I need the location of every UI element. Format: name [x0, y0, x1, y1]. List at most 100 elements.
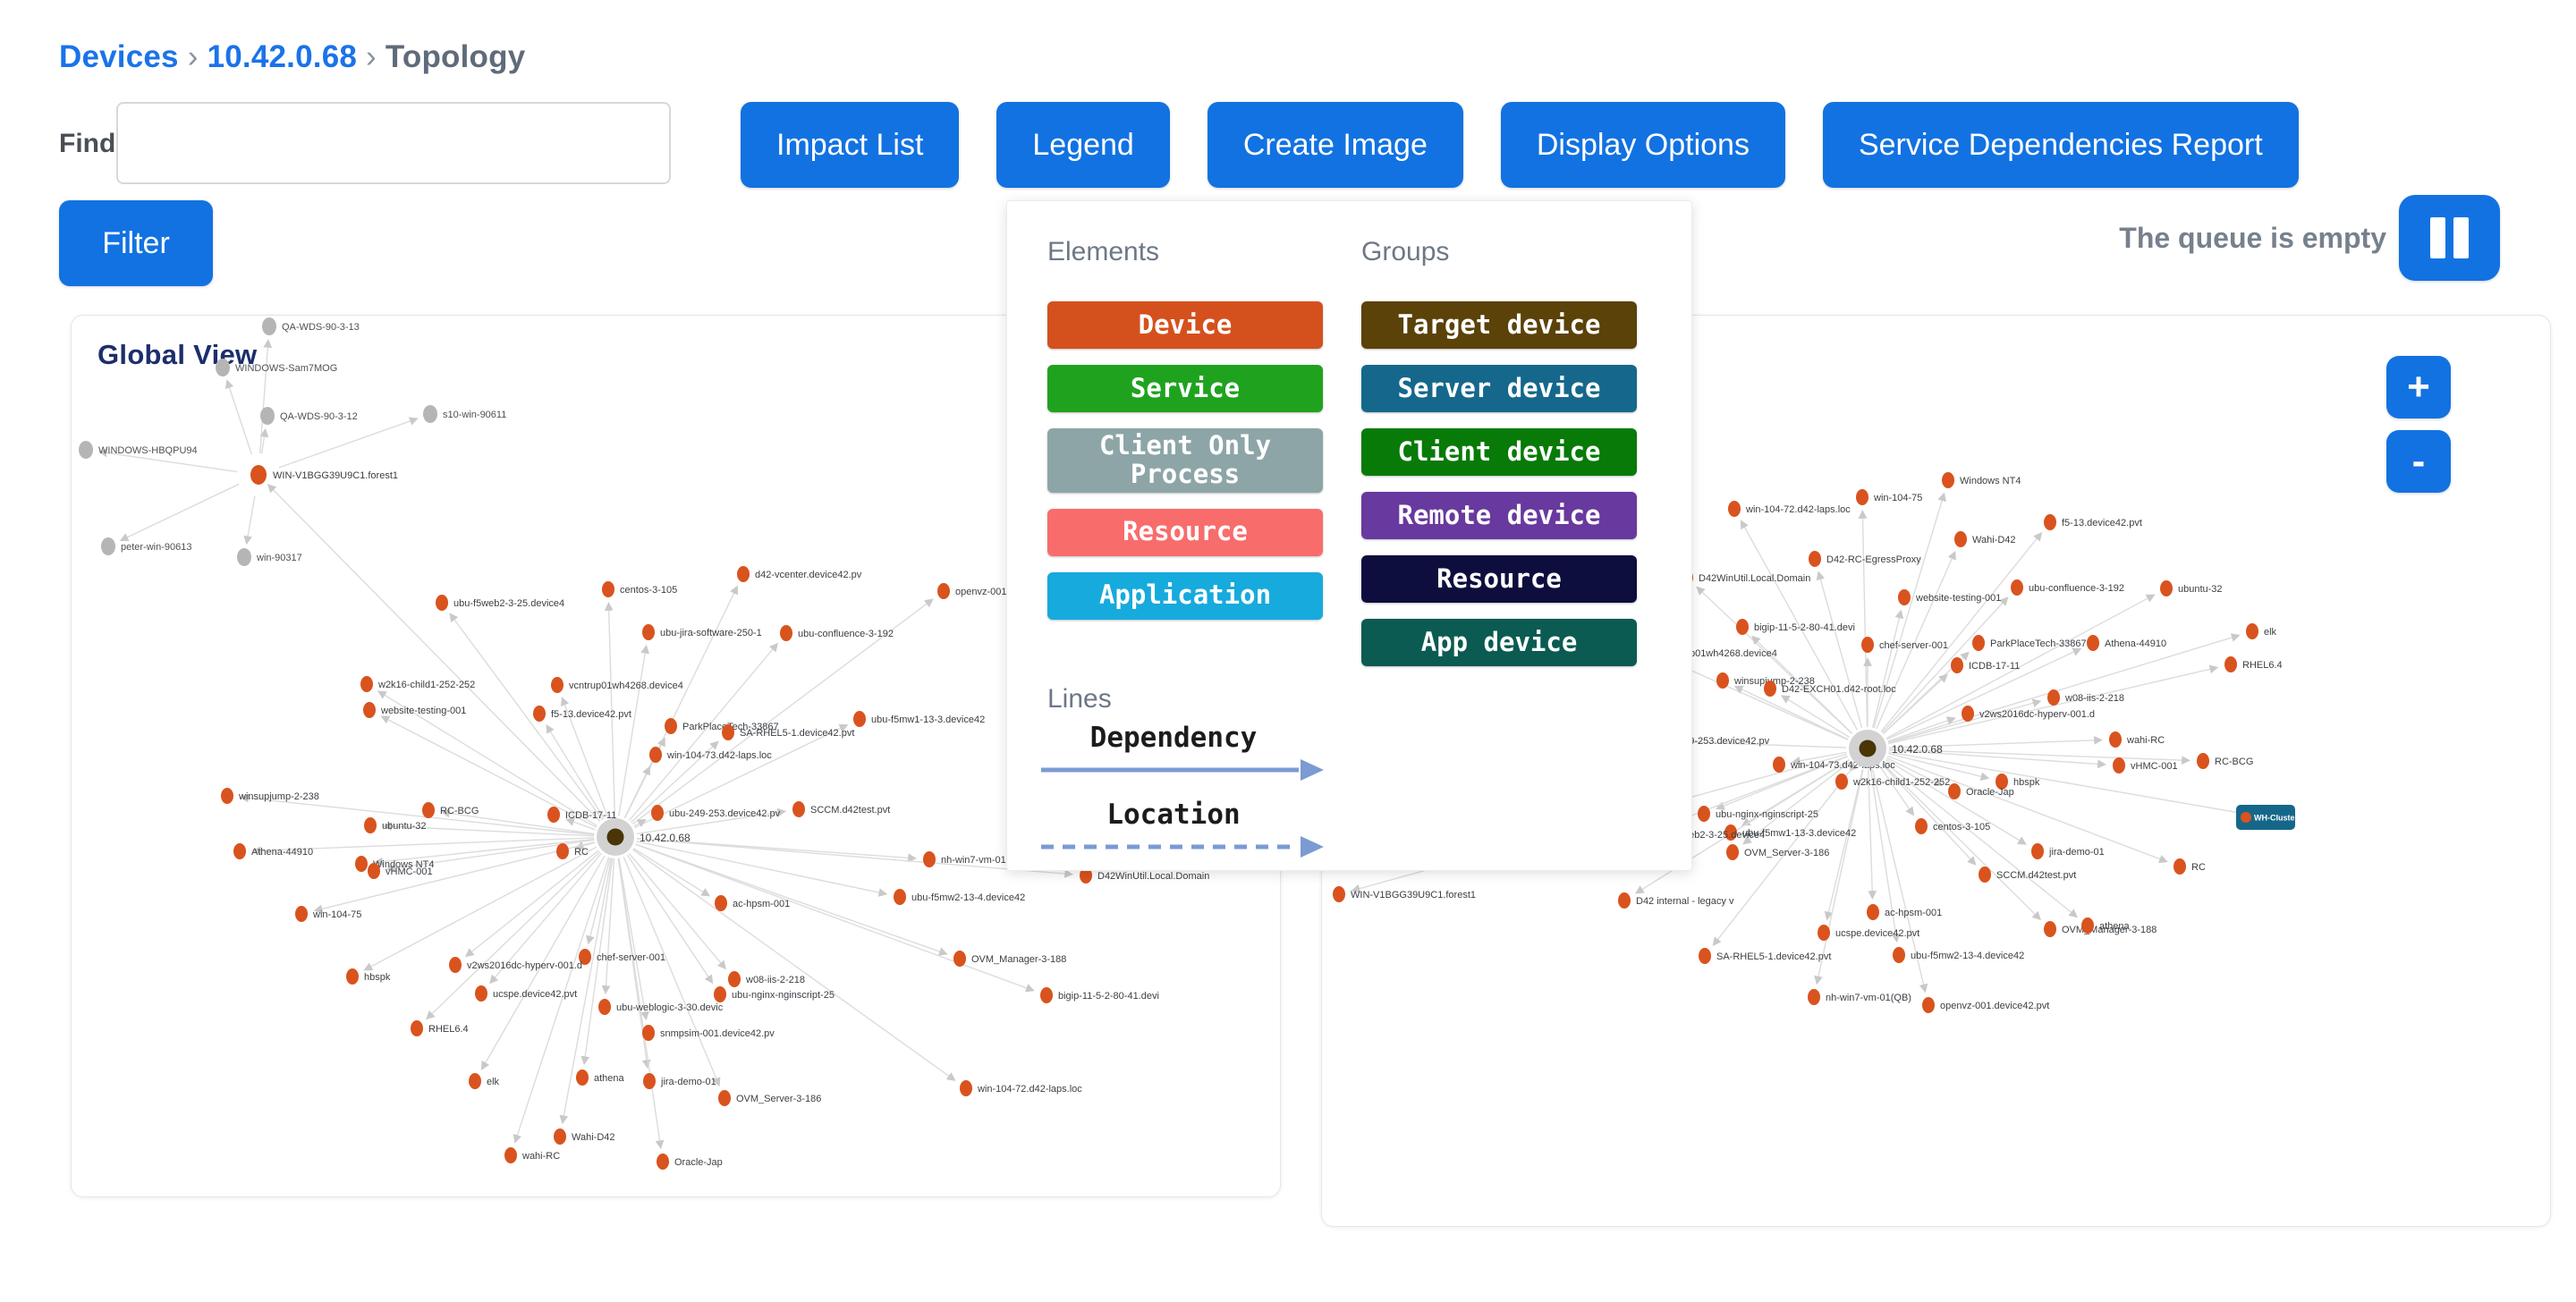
node-win-90317[interactable]: [237, 548, 251, 566]
node-s10-win-90611[interactable]: [423, 405, 437, 423]
node-win-104-73-d42-laps-loc[interactable]: [1773, 757, 1785, 773]
node-sa-rhel5-1-device42-pvt[interactable]: [1699, 948, 1711, 964]
hub-node-10-42-0-68[interactable]: [1859, 740, 1877, 757]
node-wahi-rc[interactable]: [504, 1147, 517, 1163]
node-ubu-confluence-3-192[interactable]: [780, 625, 792, 641]
node-d42-exch01-d42-root-loc[interactable]: [1764, 681, 1776, 697]
filter-button[interactable]: Filter: [59, 200, 213, 286]
node-hbspk[interactable]: [346, 968, 359, 985]
node-sa-rhel5-1-device42-pvt[interactable]: [722, 724, 734, 740]
node-ac-hpsm-001[interactable]: [715, 895, 727, 911]
node-bigip-11-5-2-80-41-devi[interactable]: [1040, 987, 1053, 1003]
node-openvz-001-device42-pvt[interactable]: [937, 583, 950, 599]
node-ac-hpsm-001[interactable]: [1867, 904, 1879, 920]
node-rc[interactable]: [2174, 858, 2186, 875]
node-jira-demo-01[interactable]: [643, 1073, 656, 1089]
node-icdb-17-11[interactable]: [1951, 657, 1963, 673]
node-ubu-nginx-nginscript-25[interactable]: [1698, 806, 1710, 822]
node-vhmc-001[interactable]: [2113, 757, 2125, 774]
node-bigip-11-5-2-80-41-devi[interactable]: [1736, 619, 1749, 635]
node-elk[interactable]: [2246, 623, 2258, 639]
node-d42-internal-legacy-v[interactable]: [1618, 892, 1631, 909]
node-win-104-72-d42-laps-loc[interactable]: [1728, 501, 1741, 517]
node-nh-win7-vm-01-qb-[interactable]: [923, 851, 936, 867]
node-windows-nt4[interactable]: [1942, 472, 1954, 488]
find-input[interactable]: [116, 102, 671, 184]
display-options-button[interactable]: Display Options: [1500, 102, 1785, 188]
node-wahi-rc[interactable]: [2109, 731, 2122, 748]
node-icdb-17-11[interactable]: [547, 807, 560, 823]
node-ovm-manager-3-188[interactable]: [2044, 921, 2056, 937]
node-hbspk[interactable]: [1996, 774, 2008, 790]
service-dependencies-report-button[interactable]: Service Dependencies Report: [1822, 102, 2299, 188]
node-sccm-d42test-pvt[interactable]: [792, 801, 805, 817]
node-snmpsim-001-device42-pv[interactable]: [642, 1025, 655, 1041]
node-ubu-weblogic-3-30-devic[interactable]: [598, 999, 611, 1015]
node-vhmc-001[interactable]: [368, 863, 380, 879]
node-openvz-001-device42-pvt[interactable]: [1922, 997, 1935, 1013]
node-windows-hbqpu94[interactable]: [79, 441, 93, 459]
node-w08-iis-2-218[interactable]: [2047, 689, 2060, 706]
node-chef-server-001[interactable]: [1861, 637, 1874, 653]
node-ubuntu-32[interactable]: [2160, 580, 2173, 596]
node-ubu-confluence-3-192[interactable]: [2011, 579, 2023, 596]
hub-node-10-42-0-68[interactable]: [606, 828, 624, 846]
node-v2ws2016dc-hyperv-001-d[interactable]: [449, 957, 462, 973]
node-wh-cluster[interactable]: [2241, 812, 2251, 823]
node-win-104-73-d42-laps-loc[interactable]: [649, 747, 662, 763]
node-ubuntu-32[interactable]: [364, 817, 377, 833]
node-ubu-jira-software-250-1[interactable]: [642, 624, 655, 640]
impact-list-button[interactable]: Impact List: [741, 102, 960, 188]
node-rhel6-4[interactable]: [2224, 656, 2237, 672]
node-ubu-f5mw1-13-3-device42[interactable]: [1724, 824, 1737, 841]
node-parkplacetech-33867[interactable]: [665, 718, 677, 734]
node-ubu-249-253-device42-pv[interactable]: [651, 805, 664, 821]
node-peter-win-90613[interactable]: [101, 537, 115, 555]
node-ubu-f5web2-3-25-device4[interactable]: [436, 595, 448, 611]
node-centos-3-105[interactable]: [602, 581, 614, 597]
node-wahi-d42[interactable]: [554, 1129, 566, 1145]
create-image-button[interactable]: Create Image: [1207, 102, 1463, 188]
node-winsupjump-2-238[interactable]: [221, 788, 233, 804]
zoom-out-button[interactable]: -: [2386, 430, 2451, 493]
node-athena[interactable]: [2081, 917, 2094, 934]
global-topology-graph[interactable]: QA-WDS-90-3-13WINDOWS-Sam7MOGQA-WDS-90-3…: [72, 316, 1280, 1196]
node-d42-vcenter-device42-pv[interactable]: [737, 566, 750, 582]
node-rhel6-4[interactable]: [411, 1020, 423, 1036]
node-win-104-75[interactable]: [1856, 489, 1868, 505]
node-w08-iis-2-218[interactable]: [728, 971, 741, 987]
node-website-testing-001[interactable]: [363, 702, 376, 718]
breadcrumb-item-devices[interactable]: Devices: [59, 39, 179, 74]
node-elk[interactable]: [469, 1073, 481, 1089]
node-ucspe-device42-pvt[interactable]: [1818, 925, 1830, 941]
node-vcntrup01wh4268-device4[interactable]: [551, 677, 564, 693]
breadcrumb-item-10-42-0-68[interactable]: 10.42.0.68: [207, 39, 358, 74]
node-d42winutil-local-domain[interactable]: [1080, 867, 1092, 884]
node-win-104-72-d42-laps-loc[interactable]: [960, 1080, 972, 1096]
node-winsupjump-2-238[interactable]: [1716, 672, 1729, 689]
node-athena-44910[interactable]: [2087, 635, 2099, 651]
node-athena[interactable]: [576, 1070, 589, 1086]
queue-panel-toggle-button[interactable]: [2399, 195, 2500, 281]
node-oracle-jap[interactable]: [1948, 783, 1961, 799]
node-wahi-d42[interactable]: [1954, 531, 1967, 547]
node-parkplacetech-33867[interactable]: [1972, 635, 1985, 651]
node-qa-wds-90-3-13[interactable]: [262, 317, 276, 335]
node-nh-win7-vm-01-qb-[interactable]: [1808, 989, 1820, 1005]
device-topology-graph[interactable]: Windows NT4win-104-75win-104-72.d42-laps…: [1322, 316, 2550, 1226]
node-ubu-f5mw1-13-3-device42[interactable]: [853, 711, 866, 727]
node-win-v1bgg39u9c1-forest1[interactable]: [250, 465, 267, 485]
node-d42-rc-egressproxy[interactable]: [1809, 551, 1821, 567]
node-wh-cluster-box[interactable]: [2236, 805, 2295, 830]
node-sccm-d42test-pvt[interactable]: [1979, 867, 1991, 883]
node-website-testing-001[interactable]: [1898, 589, 1911, 605]
node-rc-bcg[interactable]: [2197, 753, 2209, 769]
node-v2ws2016dc-hyperv-001-d[interactable]: [1962, 706, 1974, 722]
node-ucspe-device42-pvt[interactable]: [475, 985, 487, 1002]
node-f5-13-device42-pvt[interactable]: [533, 706, 546, 722]
node-centos-3-105[interactable]: [1915, 818, 1928, 834]
node-w2k16-child1-252-252[interactable]: [1835, 774, 1848, 790]
node-ubu-nginx-nginscript-25[interactable]: [714, 986, 726, 1002]
legend-button[interactable]: Legend: [996, 102, 1170, 188]
node-w2k16-child1-252-252[interactable]: [360, 676, 373, 692]
